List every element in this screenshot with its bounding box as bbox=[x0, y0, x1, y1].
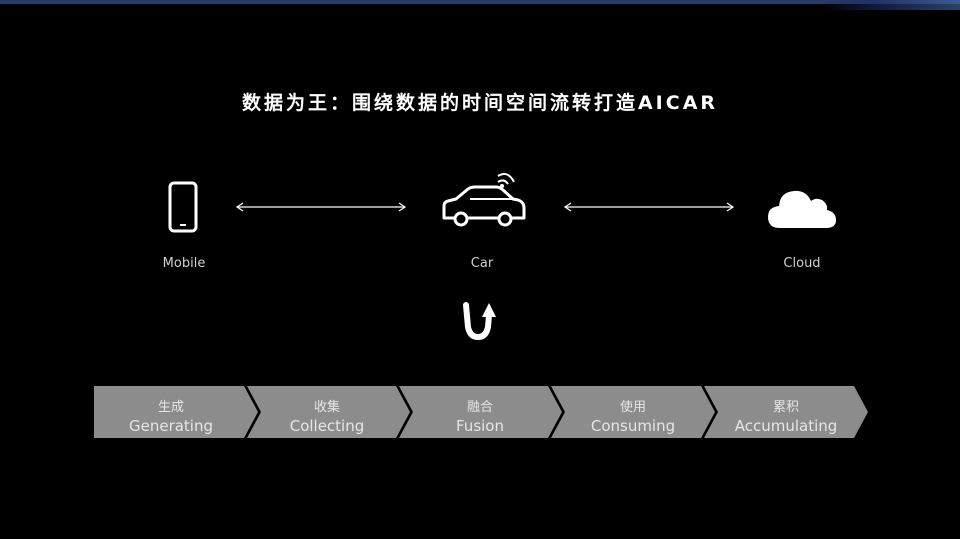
slide-title: 数据为王：围绕数据的时间空间流转打造AICAR bbox=[241, 92, 719, 114]
step-chevron-2 bbox=[247, 386, 410, 438]
step-cn-label: 累积 bbox=[772, 400, 799, 415]
connected-car-icon bbox=[442, 173, 526, 227]
step-en-label: Accumulating bbox=[734, 417, 838, 435]
step-collecting: 收集 Collecting bbox=[252, 399, 402, 435]
step-en-label: Fusion bbox=[456, 417, 504, 435]
step-consuming: 使用 Consuming bbox=[558, 399, 708, 435]
step-chevron-3 bbox=[399, 386, 562, 438]
car-cloud-double-arrow bbox=[563, 202, 735, 212]
smartphone-icon bbox=[168, 181, 198, 233]
step-generating: 生成 Generating bbox=[96, 399, 246, 435]
step-en-label: Consuming bbox=[590, 417, 676, 435]
step-fusion: 融合 Fusion bbox=[405, 399, 555, 435]
process-chevrons bbox=[94, 386, 868, 438]
step-chevron-5 bbox=[704, 386, 868, 438]
mobile-car-double-arrow bbox=[235, 202, 407, 212]
step-cn-label: 使用 bbox=[619, 400, 646, 415]
u-turn-arrow-icon bbox=[463, 302, 496, 341]
step-en-label: Generating bbox=[128, 417, 214, 435]
cloud-label: Cloud bbox=[783, 256, 821, 271]
car-label: Car bbox=[470, 256, 494, 271]
top-border bbox=[0, 0, 960, 4]
step-chevron-4 bbox=[551, 386, 715, 438]
corner-decoration bbox=[820, 0, 960, 10]
mobile-label: Mobile bbox=[162, 256, 206, 271]
step-en-label: Collecting bbox=[289, 417, 365, 435]
step-chevron-1 bbox=[94, 386, 258, 438]
cloud-icon bbox=[768, 190, 836, 228]
step-accumulating: 累积 Accumulating bbox=[711, 399, 861, 435]
step-cn-label: 融合 bbox=[466, 400, 493, 415]
step-cn-label: 收集 bbox=[313, 400, 340, 415]
step-cn-label: 生成 bbox=[157, 400, 184, 415]
